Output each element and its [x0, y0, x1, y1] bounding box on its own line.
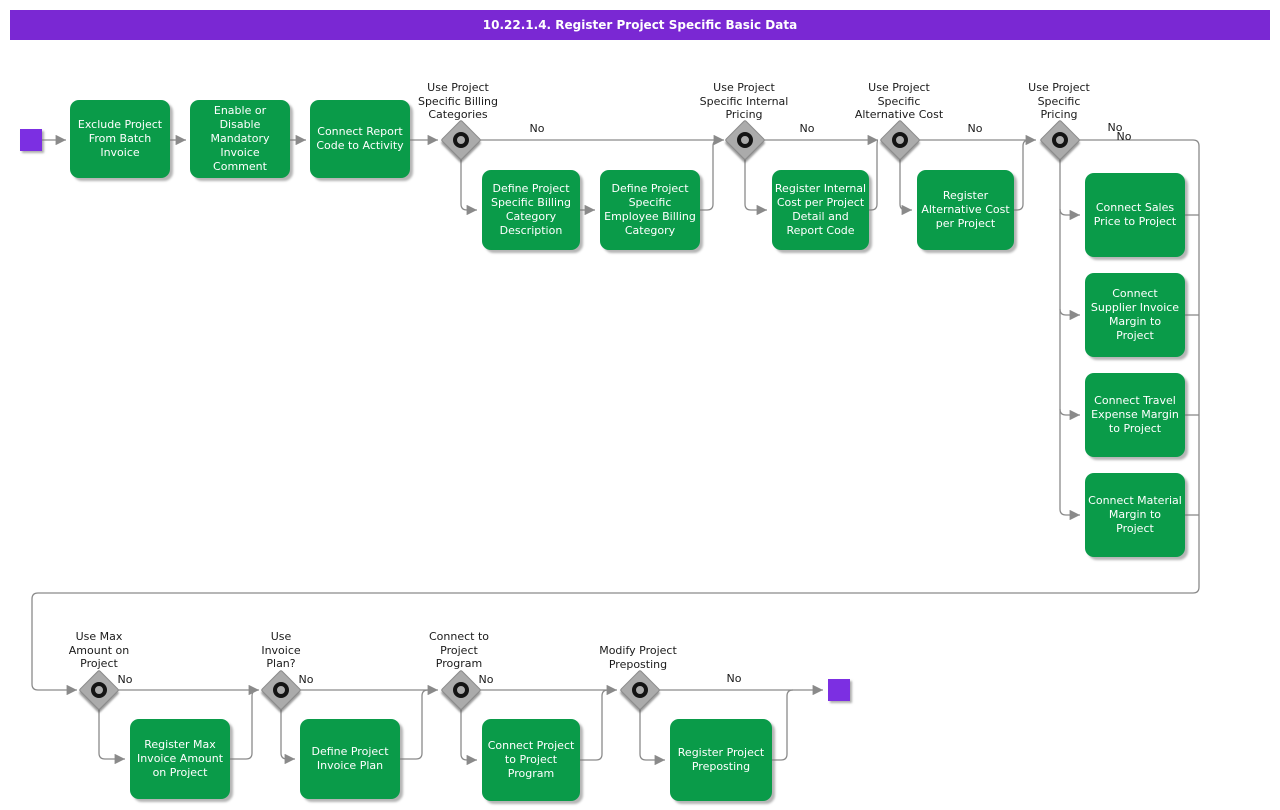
no-branch-label: No	[1116, 130, 1132, 143]
decision-label: Use Project Specific Pricing	[1028, 81, 1090, 121]
decision-circle-icon	[273, 682, 289, 698]
decision-circle-icon	[91, 682, 107, 698]
decision-circle-icon	[632, 682, 648, 698]
decision-label: Connect to Project Program	[428, 630, 490, 670]
task-connect-travel-expense-margin-to-project[interactable]: Connect Travel Expense Margin to Project	[1085, 373, 1185, 457]
task-define-project-invoice-plan[interactable]: Define Project Invoice Plan	[300, 719, 400, 799]
no-branch-label: No	[967, 122, 983, 135]
diagram-title: 10.22.1.4. Register Project Specific Bas…	[482, 18, 798, 32]
task-register-internal-cost-per-project-detail-and-report-code[interactable]: Register Internal Cost per Project Detai…	[772, 170, 869, 250]
flow-arrows	[31, 134, 1200, 766]
no-branch-label: No	[298, 673, 314, 686]
no-branch-label: No	[799, 122, 815, 135]
task-register-max-invoice-amount-on-project[interactable]: Register Max Invoice Amount on Project	[130, 719, 230, 799]
start-node	[20, 129, 42, 151]
no-branch-label: No	[529, 122, 545, 135]
task-exclude-project-from-batch-invoice[interactable]: Exclude Project From Batch Invoice	[70, 100, 170, 178]
task-connect-supplier-invoice-margin-to-project[interactable]: Connect Supplier Invoice Margin to Proje…	[1085, 273, 1185, 357]
decision-circle-icon	[453, 132, 469, 148]
task-define-project-specific-billing-category-description[interactable]: Define Project Specific Billing Category…	[482, 170, 580, 250]
decision-circle-icon	[892, 132, 908, 148]
task-define-project-specific-employee-billing-category[interactable]: Define Project Specific Employee Billing…	[600, 170, 700, 250]
no-branch-label: No	[117, 673, 133, 686]
decision-label: Use Max Amount on Project	[68, 630, 130, 670]
task-enable-disable-mandatory-invoice-comment[interactable]: Enable or Disable Mandatory Invoice Comm…	[190, 100, 290, 178]
decision-circle-icon	[1052, 132, 1068, 148]
diagram-title-bar: 10.22.1.4. Register Project Specific Bas…	[10, 10, 1270, 40]
no-branch-label: No	[726, 672, 742, 685]
decision-circle-icon	[737, 132, 753, 148]
task-connect-project-to-project-program[interactable]: Connect Project to Project Program	[482, 719, 580, 801]
task-connect-material-margin-to-project[interactable]: Connect Material Margin to Project	[1085, 473, 1185, 557]
no-branch-label: No	[478, 673, 494, 686]
decision-circle-icon	[453, 682, 469, 698]
no-branch-label: No	[1107, 121, 1123, 134]
end-node	[828, 679, 850, 701]
decision-label: Use Project Specific Billing Categories	[417, 81, 499, 121]
decision-label: Use Project Specific Internal Pricing	[699, 81, 789, 121]
decision-label: Use Invoice Plan?	[261, 630, 301, 670]
decision-label: Use Project Specific Alternative Cost	[854, 81, 944, 121]
decision-label: Modify Project Preposting	[599, 644, 677, 671]
task-connect-report-code-to-activity[interactable]: Connect Report Code to Activity	[310, 100, 410, 178]
task-connect-sales-price-to-project[interactable]: Connect Sales Price to Project	[1085, 173, 1185, 257]
task-register-project-preposting[interactable]: Register Project Preposting	[670, 719, 772, 801]
task-register-alternative-cost-per-project[interactable]: Register Alternative Cost per Project	[917, 170, 1014, 250]
